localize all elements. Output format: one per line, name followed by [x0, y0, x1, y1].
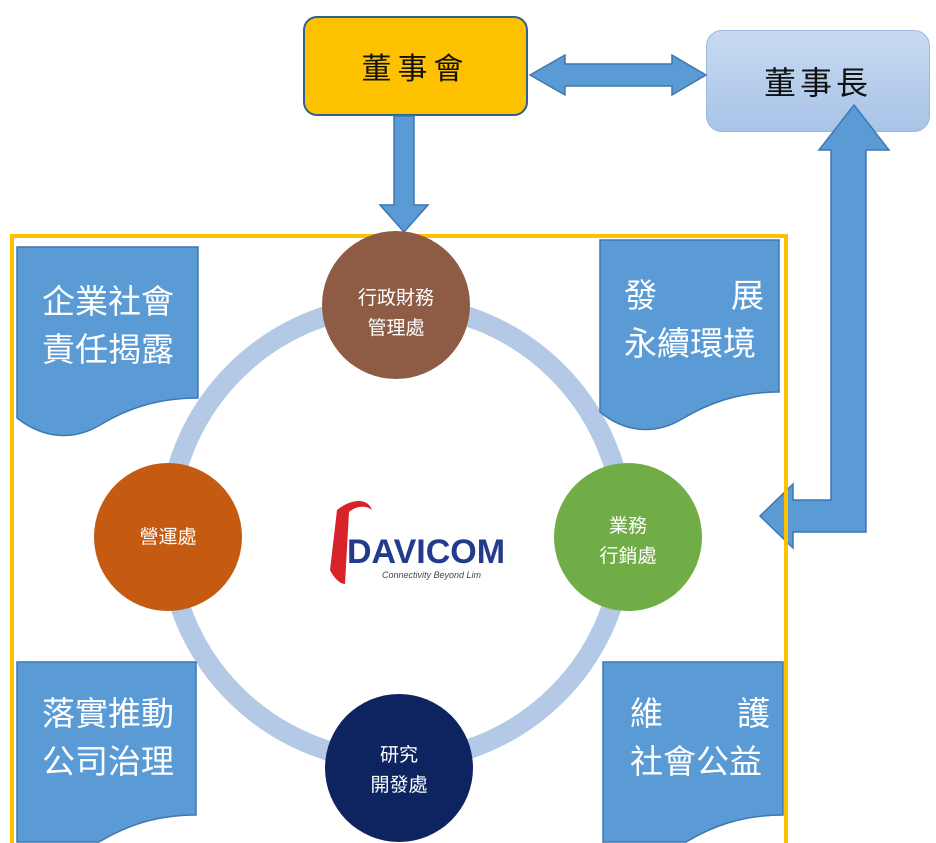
logo-tagline: Connectivity Beyond Lim — [382, 570, 482, 580]
logo-name: DAVICOM — [347, 533, 505, 571]
doc-bottom-left-text: 落實推動 公司治理 — [42, 690, 174, 786]
doc-shape-top-right — [599, 239, 780, 431]
board-label: 董事會 — [361, 52, 470, 87]
doc-top-left-line2: 責任揭露 — [42, 329, 174, 369]
doc-bottom-right-char1: 維 — [630, 694, 663, 733]
doc-top-right-char1: 發 — [624, 276, 657, 315]
circle-sales-marketing — [554, 463, 702, 611]
doc-bottom-right-line2: 社會公益 — [630, 741, 762, 781]
circle-rnd-label: 研究 開發處 — [325, 740, 473, 801]
circle-rnd-line1: 研究 — [379, 744, 418, 766]
board-down-arrow — [378, 115, 430, 234]
doc-top-right-line1: 發 展 — [624, 272, 764, 320]
doc-shape-top-left — [16, 246, 199, 437]
circle-admin-finance-line2: 管理處 — [367, 317, 425, 340]
doc-top-right-line2: 永續環境 — [624, 323, 756, 363]
doc-bottom-left-line2: 公司治理 — [42, 741, 174, 781]
circle-admin-finance — [322, 231, 470, 379]
circle-operations — [94, 463, 242, 611]
doc-bottom-right-line1: 維 護 — [630, 690, 770, 738]
circle-sales-line1: 業務 — [608, 515, 647, 537]
logo-red-swoosh — [330, 501, 372, 584]
doc-bottom-right-char2: 護 — [737, 694, 770, 733]
circle-rnd-line2: 開發處 — [370, 774, 428, 797]
circle-admin-finance-label: 行政財務 管理處 — [322, 283, 470, 344]
circle-rnd — [325, 694, 473, 842]
doc-top-right-char2: 展 — [731, 276, 764, 315]
doc-shape-bottom-right — [602, 661, 784, 843]
circle-sales-marketing-label: 業務 行銷處 — [554, 511, 702, 572]
doc-shape-bottom-left — [16, 661, 197, 843]
doc-top-left-text: 企業社會 責任揭露 — [42, 278, 174, 374]
board-of-directors-box: 董事會 — [303, 16, 528, 116]
doc-bottom-left-line1: 落實推動 — [42, 694, 174, 733]
circle-operations-line1: 營運處 — [139, 526, 197, 548]
circle-sales-line2: 行銷處 — [599, 545, 657, 568]
chairman-l-arrow — [758, 103, 891, 550]
doc-top-left-line1: 企業社會 — [42, 282, 174, 321]
doc-bottom-right-text: 維 護 社會公益 — [630, 690, 770, 786]
chairman-label: 董事長 — [763, 64, 872, 102]
davicom-logo: DAVICOM Connectivity Beyond Lim — [330, 501, 505, 584]
doc-top-right-text: 發 展 永續環境 — [624, 272, 764, 368]
board-chairman-double-arrow — [528, 53, 708, 97]
circle-admin-finance-line1: 行政財務 — [357, 287, 434, 309]
chairman-box: 董事長 — [706, 30, 930, 132]
circle-operations-label: 營運處 — [94, 522, 242, 552]
